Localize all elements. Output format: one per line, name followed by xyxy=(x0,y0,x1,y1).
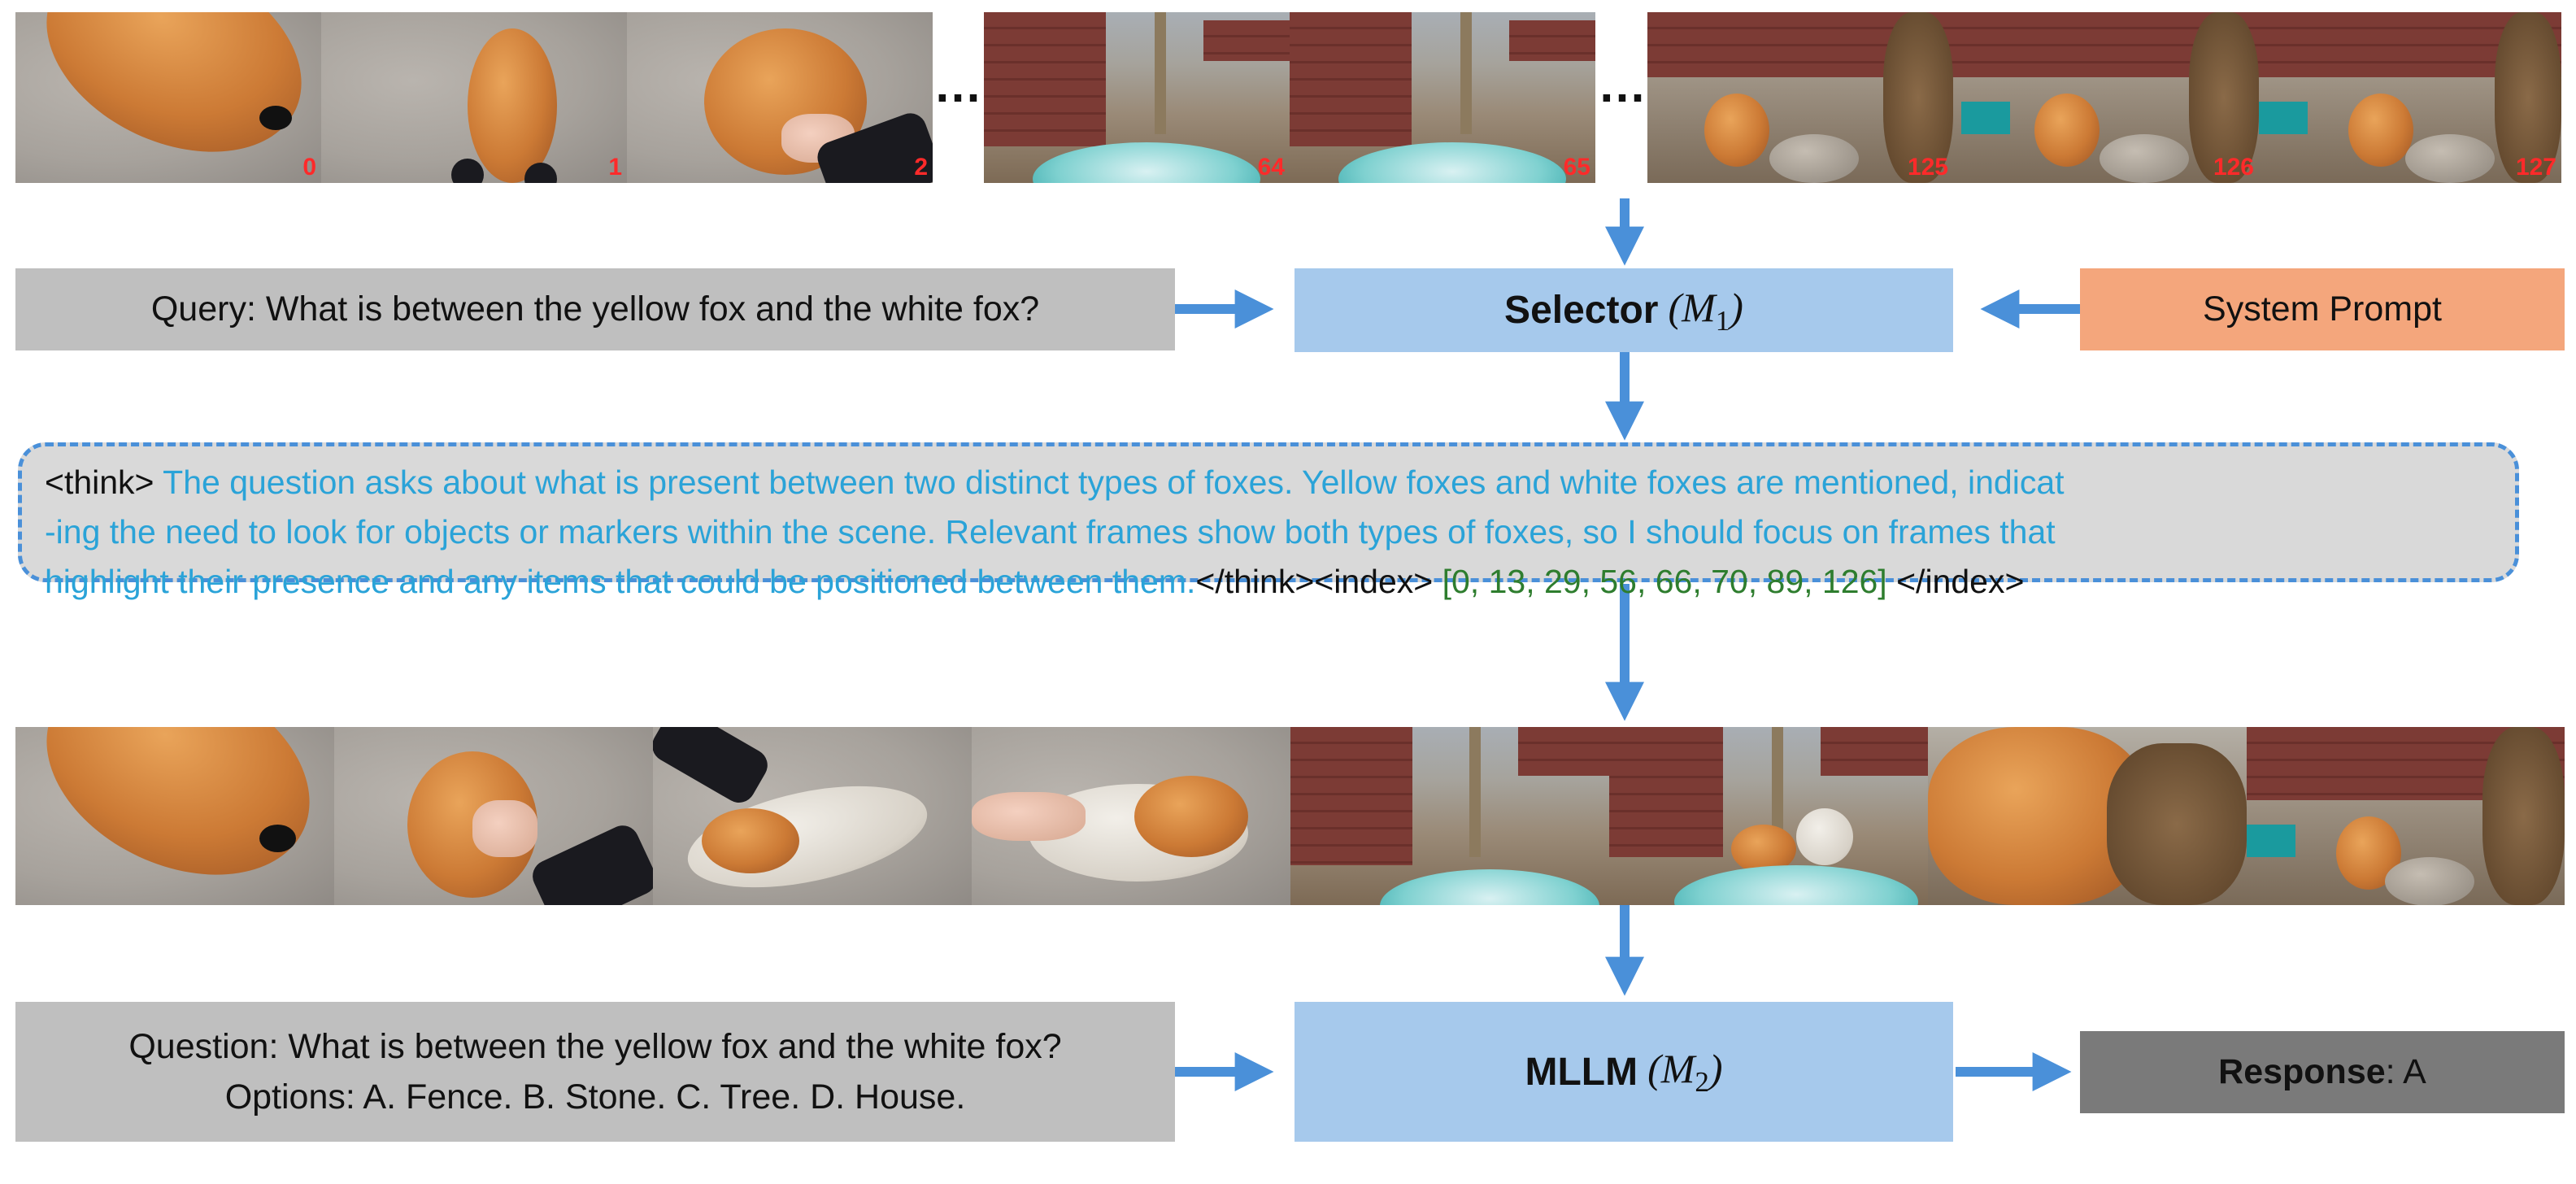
system-prompt-text: System Prompt xyxy=(2203,289,2442,329)
think-open-tag: <think> xyxy=(45,464,154,501)
selected-frame xyxy=(1609,727,1928,905)
frame-index-label: 65 xyxy=(1563,154,1590,181)
selected-frame xyxy=(15,727,334,905)
think-line-2: -ing the need to look for objects or mar… xyxy=(45,507,2492,557)
mllm-box: MLLM (M2) xyxy=(1295,1002,1953,1142)
index-end-tag: </index> xyxy=(1896,563,2025,600)
frame-index-label: 125 xyxy=(1907,154,1948,181)
frame-index-label: 127 xyxy=(2515,154,2556,181)
query-text: Query: What is between the yellow fox an… xyxy=(150,289,1040,329)
response-box: Response: A xyxy=(2080,1031,2565,1113)
think-close-tag: </think><index> xyxy=(1195,563,1434,600)
video-frame: 127 xyxy=(2259,12,2561,183)
reasoning-text: -ing the need to look for objects or mar… xyxy=(45,513,2056,551)
question-box: Question: What is between the yellow fox… xyxy=(15,1002,1175,1142)
selector-output-box: <think> The question asks about what is … xyxy=(18,442,2519,600)
frame-index-label: 2 xyxy=(914,154,928,181)
video-frame: 126 xyxy=(1953,12,2259,183)
selected-frame xyxy=(2247,727,2565,905)
video-frame: 125 xyxy=(1647,12,1953,183)
video-frame: 1 xyxy=(321,12,627,183)
frame-index-label: 126 xyxy=(2213,154,2254,181)
video-frame: 2 xyxy=(627,12,933,183)
selector-math: (M1) xyxy=(1668,284,1743,337)
think-line-1: <think> The question asks about what is … xyxy=(45,458,2492,507)
response-label: Response xyxy=(2218,1052,2386,1091)
selected-frame xyxy=(334,727,653,905)
frame-index-label: 64 xyxy=(1257,154,1285,181)
selected-frame xyxy=(1928,727,2247,905)
video-frame: 64 xyxy=(984,12,1290,183)
options-text: Options: A. Fence. B. Stone. C. Tree. D.… xyxy=(224,1077,966,1117)
frame-index-label: 0 xyxy=(302,154,316,181)
think-line-3: highlight their presence and any items t… xyxy=(45,557,2492,607)
reasoning-text: The question asks about what is present … xyxy=(163,464,2065,501)
selected-indices: [0, 13, 29, 56, 66, 70, 89, 126] xyxy=(1442,563,1887,600)
system-prompt-box: System Prompt xyxy=(2080,268,2565,350)
response-value: : A xyxy=(2385,1052,2426,1091)
query-box: Query: What is between the yellow fox an… xyxy=(15,268,1175,350)
selected-frame xyxy=(1290,727,1609,905)
reasoning-text: highlight their presence and any items t… xyxy=(45,563,1196,600)
frames-ellipsis: … xyxy=(1598,58,1647,112)
frames-ellipsis: … xyxy=(933,58,982,112)
selected-frame xyxy=(653,727,972,905)
video-frame: 0 xyxy=(15,12,321,183)
mllm-label: MLLM xyxy=(1525,1050,1638,1094)
selected-frame xyxy=(972,727,1290,905)
mllm-math: (M2) xyxy=(1647,1046,1723,1098)
selector-box: Selector (M1) xyxy=(1295,268,1953,352)
video-frame: 65 xyxy=(1290,12,1595,183)
frame-index-label: 1 xyxy=(608,154,622,181)
selector-label: Selector xyxy=(1504,289,1659,332)
question-text: Question: What is between the yellow fox… xyxy=(128,1027,1062,1066)
